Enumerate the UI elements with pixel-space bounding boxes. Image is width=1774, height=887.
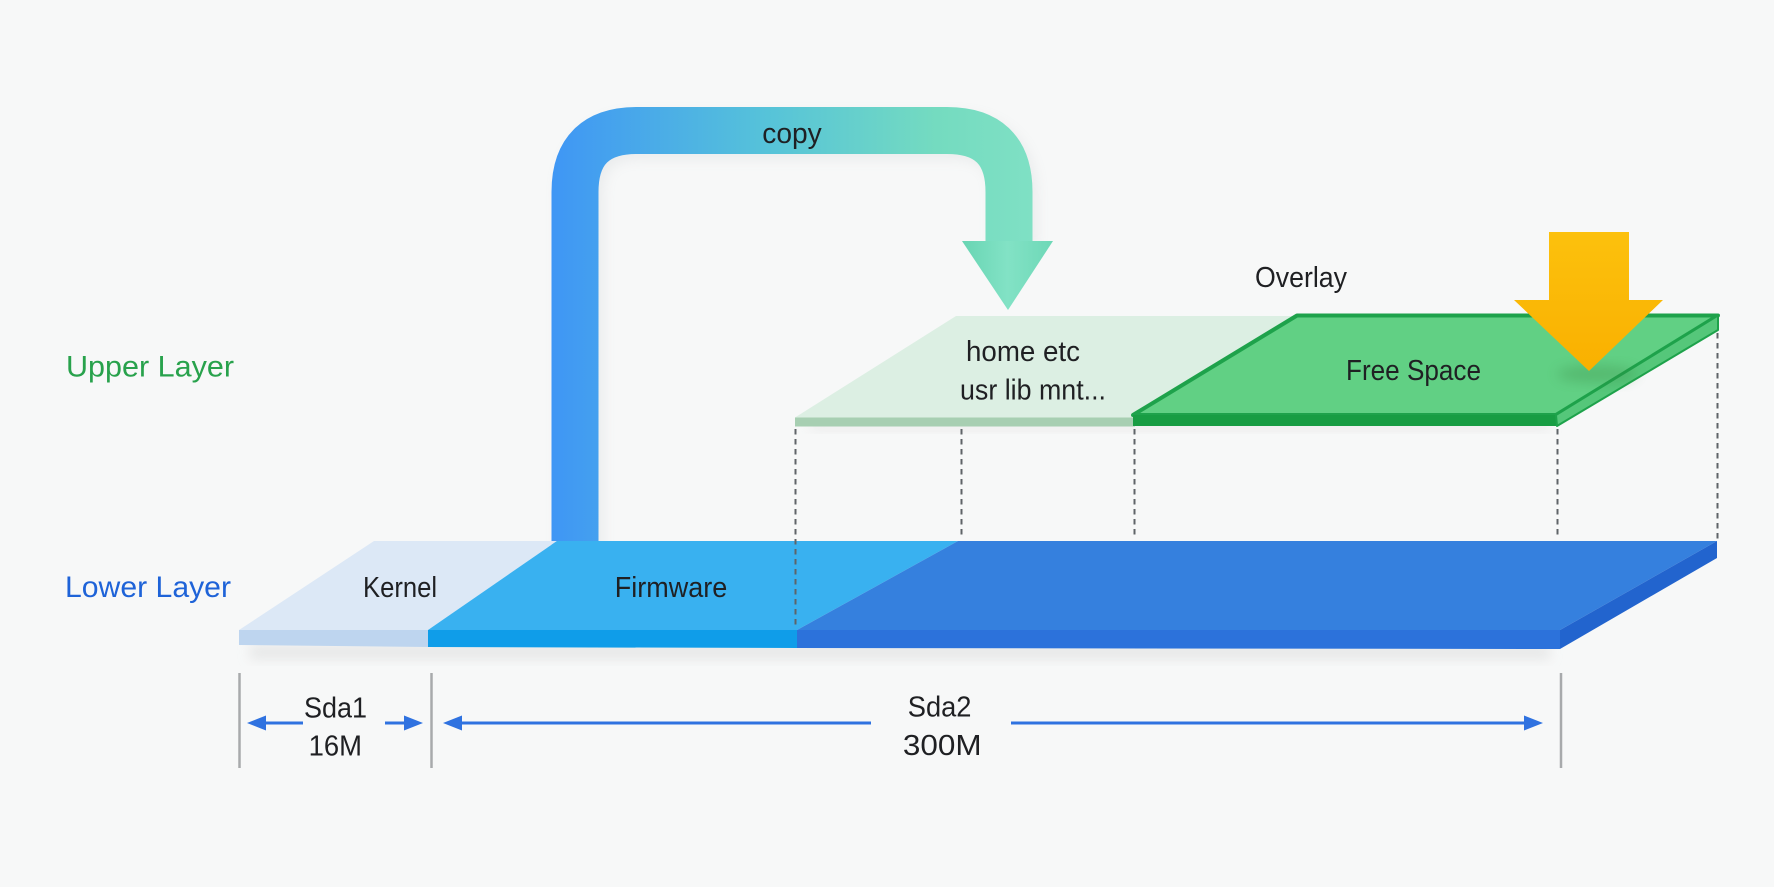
svg-text:300M: 300M	[903, 730, 982, 762]
svg-text:home etc: home etc	[966, 336, 1080, 368]
svg-text:Sda1: Sda1	[304, 693, 367, 725]
svg-text:Free Space: Free Space	[1346, 355, 1481, 387]
svg-text:Sda2: Sda2	[908, 692, 972, 724]
svg-text:16M: 16M	[309, 731, 362, 763]
svg-text:Overlay: Overlay	[1255, 262, 1347, 294]
svg-text:Lower Layer: Lower Layer	[65, 571, 231, 604]
svg-text:Upper Layer: Upper Layer	[66, 351, 234, 384]
svg-text:Firmware: Firmware	[615, 572, 728, 604]
svg-text:Kernel: Kernel	[363, 572, 437, 604]
svg-text:copy: copy	[762, 118, 822, 150]
svg-text:usr lib mnt...: usr lib mnt...	[960, 375, 1106, 407]
